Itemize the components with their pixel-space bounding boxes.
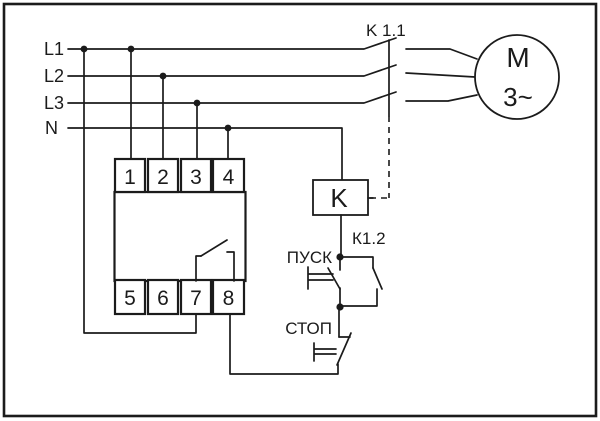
terminal-number-4: 4 (223, 166, 235, 189)
stop-button-actuator (313, 342, 337, 362)
coil-letter: K (330, 183, 348, 213)
power-bus: L1 L2 L3 N (44, 37, 397, 334)
motor-letter: M (506, 42, 529, 73)
terminal-box-8 (211, 278, 246, 316)
wire-phase2-to-motor (405, 72, 476, 78)
terminal-number-8: 8 (223, 287, 235, 310)
control-circuit: ПУСК К1.2 СТОП (229, 229, 386, 375)
label-l2: L2 (44, 66, 64, 86)
terminal-number-6: 6 (157, 287, 169, 310)
wire-l1-to-terminal7 (83, 48, 197, 334)
contactor-main-contacts: K 1.1 (366, 21, 478, 199)
internal-contact-blade (200, 239, 228, 257)
terminal-number-2: 2 (157, 166, 169, 189)
relay-device: 1 2 3 4 5 6 7 8 (113, 157, 247, 316)
wire-l1 (67, 37, 397, 50)
start-button-blade (327, 267, 341, 290)
device-body (113, 190, 247, 283)
terminal-number-1: 1 (124, 166, 136, 189)
wire-l3 (67, 91, 397, 104)
label-start-button: ПУСК (287, 248, 332, 267)
aux-contact-bottom-wire (340, 288, 378, 307)
motor: M 3~ (474, 34, 560, 120)
terminal-box-4 (211, 157, 246, 194)
label-l3: L3 (44, 93, 64, 113)
junction-dot (159, 72, 167, 80)
wire-phase3-to-motor (405, 94, 478, 102)
internal-contact-left (195, 255, 202, 282)
junction-dot (224, 124, 232, 132)
terminal-number-5: 5 (124, 287, 136, 310)
terminal-number-3: 3 (190, 166, 202, 189)
motor-phase-label: 3~ (503, 82, 533, 112)
terminal-number-7: 7 (190, 287, 202, 310)
terminal-box-2 (146, 157, 180, 194)
label-n: N (45, 118, 58, 138)
aux-contact-top-wire (339, 256, 374, 269)
terminal-box-6 (146, 278, 180, 316)
motor-circle (474, 34, 560, 120)
label-l1: L1 (44, 39, 64, 59)
wire-phase1-to-motor (405, 48, 478, 60)
coil-box (312, 179, 369, 216)
junction-dot (193, 99, 201, 107)
terminal-box-5 (113, 278, 147, 316)
label-k11: K 1.1 (366, 21, 406, 40)
relay-coil: K (312, 179, 374, 258)
internal-contact-right (226, 251, 235, 282)
terminal-box-3 (179, 157, 213, 194)
label-k12: К1.2 (352, 229, 386, 248)
wire-l2 (67, 64, 397, 77)
label-stop-button: СТОП (285, 319, 332, 338)
start-button-actuator (307, 266, 334, 290)
wire-stop-to-terminal8 (229, 313, 339, 375)
wire-n-to-coil (67, 127, 343, 181)
junction-dot (127, 45, 135, 53)
junction-dot (80, 45, 88, 53)
stop-button-blade (336, 332, 352, 366)
terminal-box-1 (113, 157, 147, 194)
aux-contact-blade (372, 267, 383, 290)
